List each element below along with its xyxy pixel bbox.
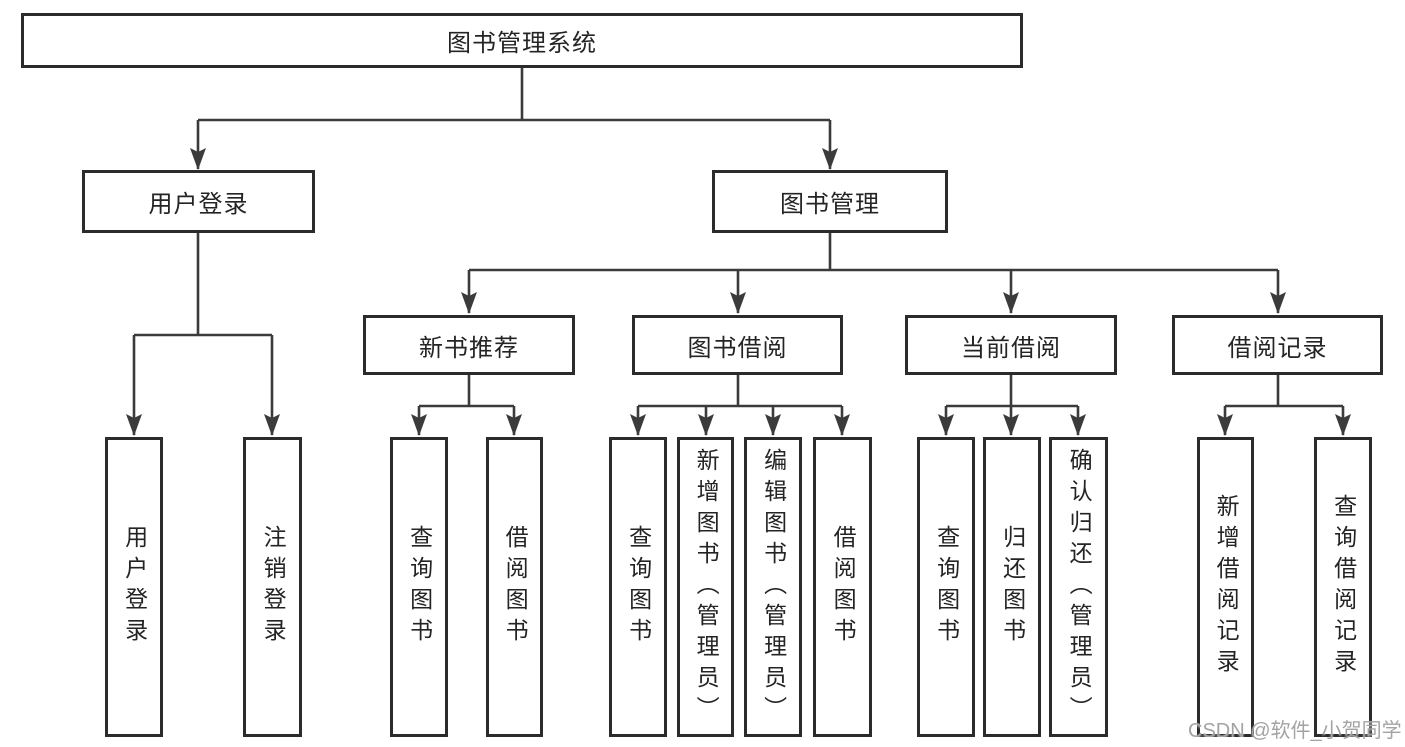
leaf-nbr-borrow-books-label: 借阅图书 (502, 525, 529, 649)
leaf-br-query-record-label: 查询借阅记录 (1330, 494, 1357, 680)
node-new-book-recommend-label: 新书推荐 (419, 334, 519, 362)
leaf-br-add-record: 新增借阅记录 (1197, 437, 1254, 737)
node-current-borrow-label: 当前借阅 (961, 334, 1061, 362)
node-root-label: 图书管理系统 (447, 30, 597, 57)
leaf-bb-borrow-books: 借阅图书 (813, 437, 872, 737)
leaf-bb-add-books-admin-label: 新增图书（管理员） (693, 447, 720, 727)
leaf-user-login: 用户登录 (105, 437, 163, 737)
leaf-bb-edit-books-admin: 编辑图书（管理员） (744, 437, 802, 737)
leaf-user-login-label: 用户登录 (121, 525, 148, 649)
node-borrow-records-label: 借阅记录 (1227, 334, 1328, 362)
leaf-cb-query-books: 查询图书 (917, 437, 975, 737)
csdn-watermark: CSDN @软件_小贺同学 (1188, 720, 1402, 742)
leaf-bb-borrow-books-label: 借阅图书 (830, 525, 857, 649)
node-user-login-label: 用户登录 (148, 191, 249, 218)
node-new-book-recommend: 新书推荐 (363, 315, 575, 375)
leaf-nbr-borrow-books: 借阅图书 (486, 437, 543, 737)
leaf-bb-query-books-label: 查询图书 (625, 525, 652, 649)
node-book-management-label: 图书管理 (780, 191, 880, 218)
leaf-logout-label: 注销登录 (260, 525, 287, 649)
leaf-br-query-record: 查询借阅记录 (1314, 437, 1372, 737)
leaf-cb-query-books-label: 查询图书 (933, 525, 960, 649)
node-borrow-records: 借阅记录 (1172, 315, 1383, 375)
leaf-cb-return-books-label: 归还图书 (999, 525, 1026, 649)
leaf-nbr-query-books-label: 查询图书 (406, 525, 433, 649)
leaf-cb-return-books: 归还图书 (983, 437, 1041, 737)
leaf-cb-confirm-return-admin: 确认归还（管理员） (1049, 437, 1108, 737)
leaf-bb-add-books-admin: 新增图书（管理员） (677, 437, 734, 737)
leaf-br-add-record-label: 新增借阅记录 (1213, 494, 1240, 680)
leaf-bb-edit-books-admin-label: 编辑图书（管理员） (760, 447, 787, 727)
node-user-login: 用户登录 (82, 170, 315, 233)
node-current-borrow: 当前借阅 (905, 315, 1117, 375)
node-book-management: 图书管理 (712, 170, 948, 233)
leaf-nbr-query-books: 查询图书 (390, 437, 448, 737)
node-root: 图书管理系统 (21, 13, 1023, 68)
connectors (126, 68, 1351, 436)
node-book-borrow: 图书借阅 (632, 315, 843, 375)
leaf-cb-confirm-return-admin-label: 确认归还（管理员） (1066, 447, 1093, 727)
node-book-borrow-label: 图书借阅 (687, 334, 788, 362)
leaf-bb-query-books: 查询图书 (609, 437, 667, 737)
leaf-logout: 注销登录 (243, 437, 302, 737)
